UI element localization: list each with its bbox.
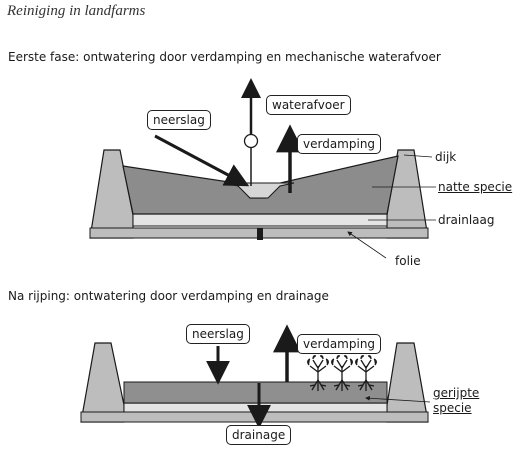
phase2-left-dike [80,342,125,423]
phase1-natte-specie-label: natte specie [438,180,513,194]
phase2-ripened-sludge [123,381,388,404]
phase2-verdamping-label: verdamping [297,334,382,354]
phase1-pump-icon [243,133,259,149]
phase2-heading: Na rijping: ontwatering door verdamping … [8,289,329,303]
phase1-neerslag-label: neerslag [147,110,211,130]
phase2-base [80,411,429,423]
plants-icon [307,355,377,391]
phase1-drainlaag-label: drainlaag [438,213,495,227]
phase2-diagram [80,324,431,429]
phase2-drainage-label: drainage [226,425,292,445]
phase1-folie-leader [347,231,387,259]
page-title: Reiniging in landfarms [7,3,146,19]
phase2-neerslag-label: neerslag [186,324,250,344]
phase2-right-dike [386,342,429,423]
phase2-gerijpte-label-line2: specie [433,401,472,415]
phase2-gerijpte-label-line1: gerijpte [433,386,480,400]
phase1-verdamping-label: verdamping [297,134,382,154]
phase1-diagram [89,78,436,259]
phase2-gerijpte-leader [365,395,431,403]
phase1-folie-label: folie [395,254,421,268]
phase1-heading: Eerste fase: ontwatering door verdamping… [8,50,441,64]
phase1-drain-layer [132,213,388,227]
phase1-dijk-leader [403,154,433,158]
phase1-waterafvoer-label: waterafvoer [266,95,351,115]
phase1-neerslag-arrow [154,134,250,187]
phase1-dijk-label: dijk [435,150,457,164]
phase1-outlet [257,228,263,240]
phase2-drain-layer [123,402,388,413]
phase1-left-dike [89,149,134,239]
